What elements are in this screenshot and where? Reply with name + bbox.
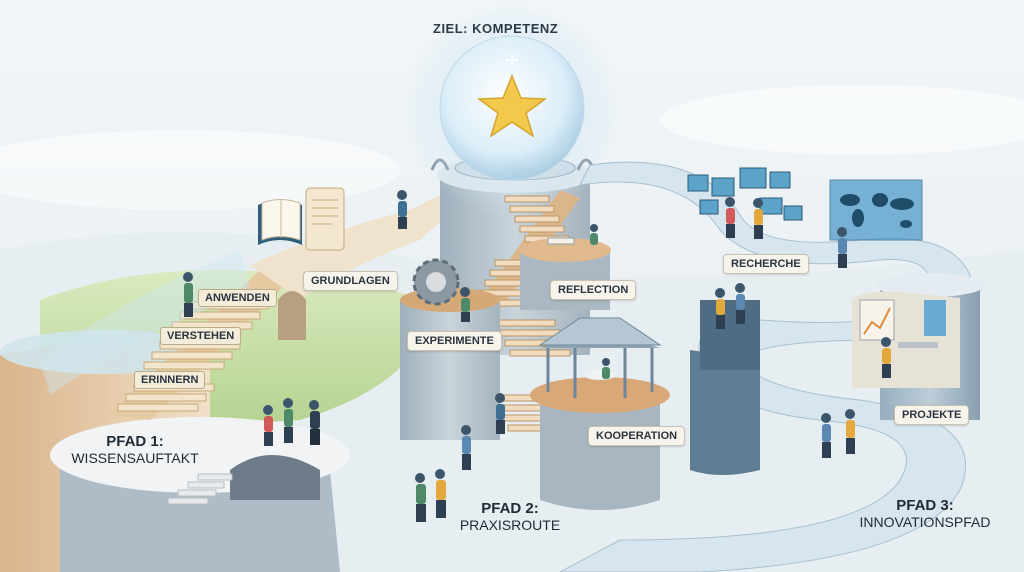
person — [735, 283, 745, 324]
path-3-title: PFAD 3: INNOVATIONSPFAD — [855, 497, 995, 531]
gear-icon — [412, 258, 460, 306]
person — [590, 224, 598, 245]
path-3-number: PFAD 3: — [896, 497, 954, 514]
station-grundlagen: GRUNDLAGEN — [303, 271, 398, 291]
person — [461, 425, 471, 470]
experimente-platform — [400, 258, 500, 440]
step-erinnern: ERINNERN — [134, 371, 206, 389]
person — [753, 198, 763, 239]
kooperation-platform — [530, 317, 670, 510]
path-1-name: WISSENSAUFTAKT — [71, 450, 199, 466]
path-2-name: PRAXISROUTE — [459, 517, 561, 533]
person — [415, 473, 426, 522]
station-experimente: EXPERIMENTE — [407, 331, 502, 351]
path-1-number: PFAD 1: — [106, 433, 164, 450]
person — [283, 398, 293, 443]
person — [602, 358, 610, 379]
person — [309, 400, 320, 445]
person — [715, 288, 725, 329]
projekte-room — [852, 291, 960, 388]
person — [821, 413, 831, 458]
person — [183, 272, 193, 317]
people — [183, 190, 891, 522]
person — [845, 409, 855, 454]
station-reflection: REFLECTION — [550, 280, 637, 300]
path-3-name: INNOVATIONSPFAD — [859, 514, 991, 530]
goal-label: ZIEL: KOMPETENZ — [433, 21, 559, 36]
scroll-icon — [305, 187, 345, 251]
star-icon — [476, 74, 548, 138]
station-recherche: RECHERCHE — [723, 254, 809, 274]
book-icon — [258, 199, 302, 245]
person — [460, 287, 470, 322]
path-2-number: PFAD 2: — [481, 500, 539, 517]
recherche-screens — [687, 167, 803, 221]
step-verstehen: VERSTEHEN — [160, 327, 242, 345]
station-projekte: PROJEKTE — [894, 405, 970, 425]
station-kooperation: KOOPERATION — [588, 426, 686, 446]
path-1-title: PFAD 1: WISSENSAUFTAKT — [70, 433, 200, 467]
person — [397, 190, 407, 229]
step-anwenden: ANWENDEN — [198, 289, 277, 307]
person — [881, 337, 891, 378]
person — [725, 197, 735, 238]
person — [837, 227, 847, 268]
goal-orb — [402, 0, 622, 218]
path-1-platform — [0, 330, 350, 572]
path-2-title: PFAD 2: PRAXISROUTE — [455, 500, 565, 534]
person — [435, 469, 446, 518]
person — [495, 393, 505, 434]
person — [263, 405, 273, 446]
